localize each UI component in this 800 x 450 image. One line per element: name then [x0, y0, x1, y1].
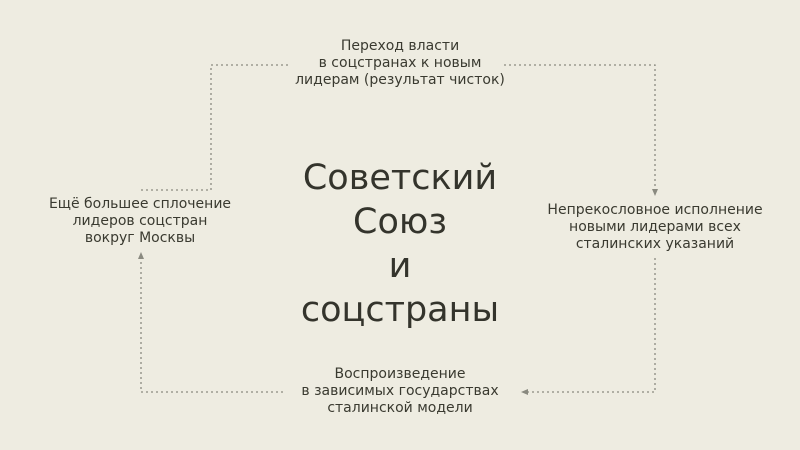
node-transfer-of-power: Переход власти в соцстранах к новым лиде…: [260, 38, 540, 89]
node-greater-cohesion: Ещё большее сплочение лидеров соцстран в…: [25, 196, 255, 247]
node-unquestioning-execution: Непрекословное исполнение новыми лидерам…: [520, 202, 790, 253]
node-left-line-1: Ещё большее сплочение: [48, 196, 232, 212]
center-title-line-3: и: [388, 246, 412, 286]
node-right-line-2: новыми лидерами всех: [569, 219, 741, 235]
connector-bottom-to-left: [138, 252, 283, 393]
node-bottom-line-2: в зависимых государствах: [301, 383, 499, 399]
node-top-line-2: в соцстранах к новым: [318, 55, 482, 71]
center-title: Советский Союз и соцстраны: [250, 156, 550, 332]
node-left-line-3: вокруг Москвы: [84, 230, 196, 246]
center-title-line-1: Советский: [302, 158, 498, 198]
node-reproduction-of-model: Воспроизведение в зависимых государствах…: [270, 366, 530, 417]
node-bottom-line-1: Воспроизведение: [334, 366, 466, 382]
node-top-line-1: Переход власти: [340, 38, 460, 54]
node-right-line-3: сталинских указаний: [575, 236, 735, 252]
center-title-line-2: Союз: [353, 202, 447, 242]
center-title-line-4: соцстраны: [300, 290, 500, 330]
node-top-line-3: лидерам (результат чисток): [295, 72, 505, 88]
node-bottom-line-3: сталинской модели: [327, 400, 473, 416]
node-right-line-1: Непрекословное исполнение: [547, 202, 763, 218]
connector-left-to-top: [141, 64, 290, 191]
connector-top-to-right: [504, 64, 658, 196]
node-left-line-2: лидеров соцстран: [72, 213, 208, 229]
connector-right-to-bottom: [521, 258, 656, 395]
